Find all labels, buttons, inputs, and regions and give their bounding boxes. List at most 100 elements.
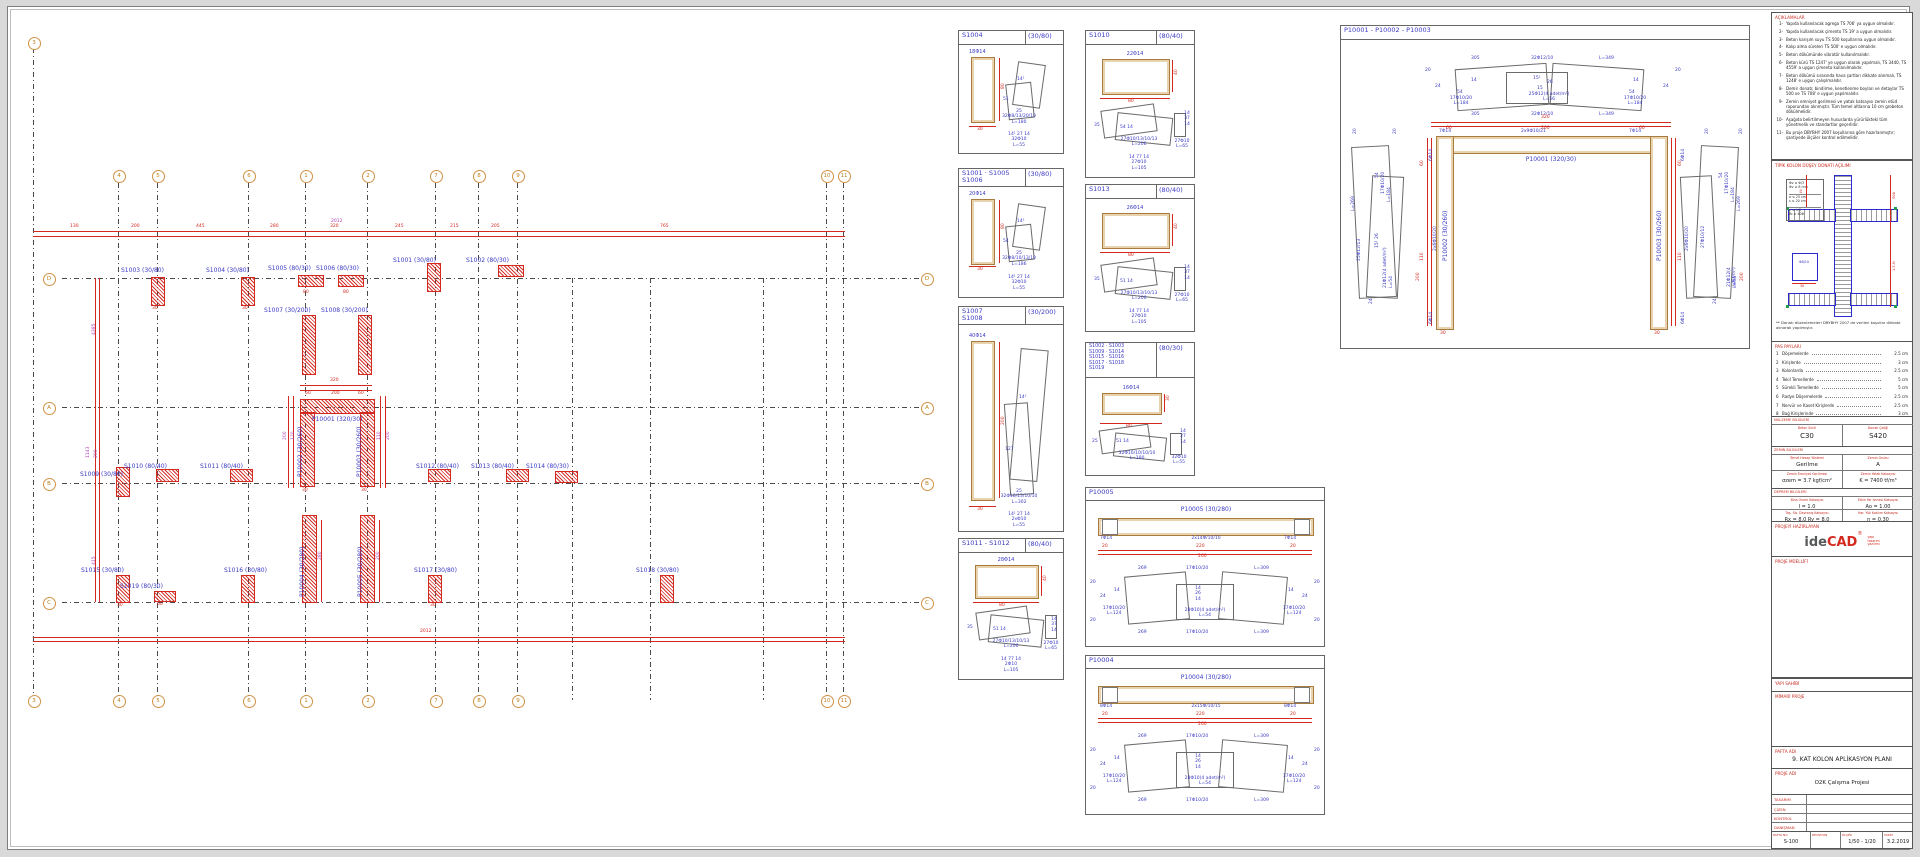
- plan-dimension-text: 245: [395, 224, 404, 229]
- plan-column-section: [360, 515, 375, 603]
- detail-footnote: ** Donatı düzenlemeleri DBYBHY 2007 de v…: [1776, 320, 1901, 330]
- plan-dimension-text: 30: [117, 603, 123, 608]
- rebar-annotation: 14 37 14: [1051, 617, 1057, 633]
- architectural-box: MİMARİ PROJE: [1771, 691, 1913, 747]
- support-marker: [1786, 207, 1789, 210]
- rebar-annotation: 51 14: [1116, 439, 1129, 444]
- detail-box-title: S1010: [1089, 31, 1110, 39]
- rebar-annotation: P10003 (30/260): [1656, 210, 1663, 261]
- stirrup-shape: [1294, 687, 1310, 703]
- rebar-annotation: 30: [977, 127, 983, 132]
- dimension-line: [1098, 718, 1312, 719]
- info-cell-header: Taş. Sis. Davranış Katsayısı: [1785, 511, 1829, 515]
- rebar-annotation: 14¹: [1017, 77, 1025, 82]
- rebar-annotation: 27Φ10/13/10/13 L=200: [992, 639, 1030, 650]
- plan-column-section: [555, 471, 578, 483]
- rebar-annotation: 28Φ14: [997, 557, 1015, 563]
- note-line: 7-Beton dökümü sırasında hava şartları d…: [1779, 72, 1902, 84]
- grid-bubble: B: [42, 477, 56, 491]
- rebar-annotation: 54 14: [1120, 125, 1133, 130]
- plan-column-section: [428, 575, 442, 603]
- dimension-line: [33, 236, 845, 237]
- rebar-annotation: 2x6Φ10/20: [1433, 226, 1438, 251]
- grid-bubble: 1: [299, 694, 313, 708]
- rebar-annotation: 20: [1290, 712, 1296, 717]
- dimension-line: [973, 602, 1039, 603]
- rebar-annotation: 35: [967, 625, 973, 630]
- plan-dimension-text: 200: [331, 391, 340, 396]
- grid-bubble: 9: [511, 694, 525, 708]
- grid-line-horizontal: [62, 483, 920, 484]
- rebar-annotation: 14: [1288, 756, 1294, 761]
- section-outline: [1436, 136, 1668, 154]
- plan-column-section: [116, 575, 130, 603]
- dimension-line: [33, 637, 845, 638]
- plan-column-label: S1019 (80/30): [120, 583, 163, 590]
- dimension-line: [1671, 138, 1672, 326]
- info-cell-header: Zemin Yatak Katsayısı: [1860, 472, 1896, 476]
- logo-box: PROJEYİ HAZIRLAYAN ideCAD® yapı tasarım …: [1771, 521, 1913, 557]
- rebar-annotation: 28Φ10(4 adet/m²) L=54: [1184, 776, 1226, 787]
- rebar-annotation: 20: [1102, 712, 1108, 717]
- beam-flange: [1788, 209, 1836, 222]
- rebar-annotation: 40: [1174, 223, 1179, 229]
- logo-text-cad: CAD: [1826, 535, 1858, 550]
- project-name-box: PROJE ADI O2K Çalışma Projesi: [1771, 768, 1913, 795]
- plan-column-section: [338, 275, 364, 287]
- idecad-logo: ideCAD® yapı tasarım yazılımı: [1772, 531, 1912, 550]
- footer-cell-value: S-100: [1783, 839, 1799, 845]
- rebar-annotation: 80: [999, 603, 1005, 608]
- plan-column-label: P10001 (320/30): [312, 416, 363, 423]
- logo-text-ide: ide: [1804, 535, 1827, 550]
- detail-box-title: S1002 · S1003 S1009 · S1014 S1015 · S101…: [1089, 344, 1125, 372]
- dimension-line: [1172, 60, 1173, 92]
- grid-bubble: 9: [511, 169, 525, 183]
- rebar-annotation: 269: [1138, 798, 1147, 803]
- grid-bubble: 5: [151, 694, 165, 708]
- plan-column-label: P10004 (30/280): [299, 546, 306, 597]
- rebar-annotation: 14 26 14: [1195, 586, 1201, 602]
- rebar-annotation: L=269: [1737, 196, 1742, 211]
- rebar-annotation: 32Φ10/10/10/10 L=180: [1118, 451, 1156, 462]
- rebar-annotation: 260: [1198, 554, 1207, 559]
- formula-cell: Φv ≥ Φ/3 Φv ≥ 8 mm: [1789, 181, 1808, 190]
- rebar-annotation: 7Φ14: [1100, 536, 1113, 541]
- rebar-annotation: L=349: [1599, 112, 1614, 117]
- note-line: 8-Demir donatı; bindirme, kenetlenme boy…: [1779, 85, 1904, 97]
- detail-box-header-line: [1086, 668, 1324, 669]
- plan-column-section: [241, 277, 255, 306]
- info-band-title: MALZEME BİLGİLERİ: [1774, 418, 1810, 422]
- support-marker: [1786, 305, 1789, 308]
- rebar-annotation: 14 26 14: [1195, 754, 1201, 770]
- plan-column-section: [300, 399, 375, 414]
- detail-box-title: S1011 - S1012: [962, 539, 1010, 547]
- plan-column-section: [302, 315, 316, 375]
- rebar-annotation: 54: [1003, 239, 1009, 244]
- dimension-line: [1098, 550, 1312, 551]
- info-cell-value: Gerilme: [1796, 462, 1818, 468]
- plan-column-section: [427, 263, 441, 292]
- logo-tag-1: yapı: [1867, 534, 1875, 539]
- rebar-annotation: 6Φ14: [1429, 148, 1434, 161]
- rebar-annotation: 305: [1471, 56, 1480, 61]
- rebar-annotation: 20: [1290, 544, 1296, 549]
- dimension-line: [1431, 122, 1671, 123]
- rebar-annotation: 60: [1678, 160, 1683, 166]
- rebar-annotation: 17Φ10/20 L=124: [1282, 606, 1306, 617]
- rebar-annotation: 8Φ14: [1100, 704, 1113, 709]
- rebar-annotation: 17Φ10/20: [1186, 798, 1209, 803]
- rebar-annotation: 14 37 14: [1184, 265, 1190, 281]
- plan-dimension-text: 320: [330, 378, 339, 383]
